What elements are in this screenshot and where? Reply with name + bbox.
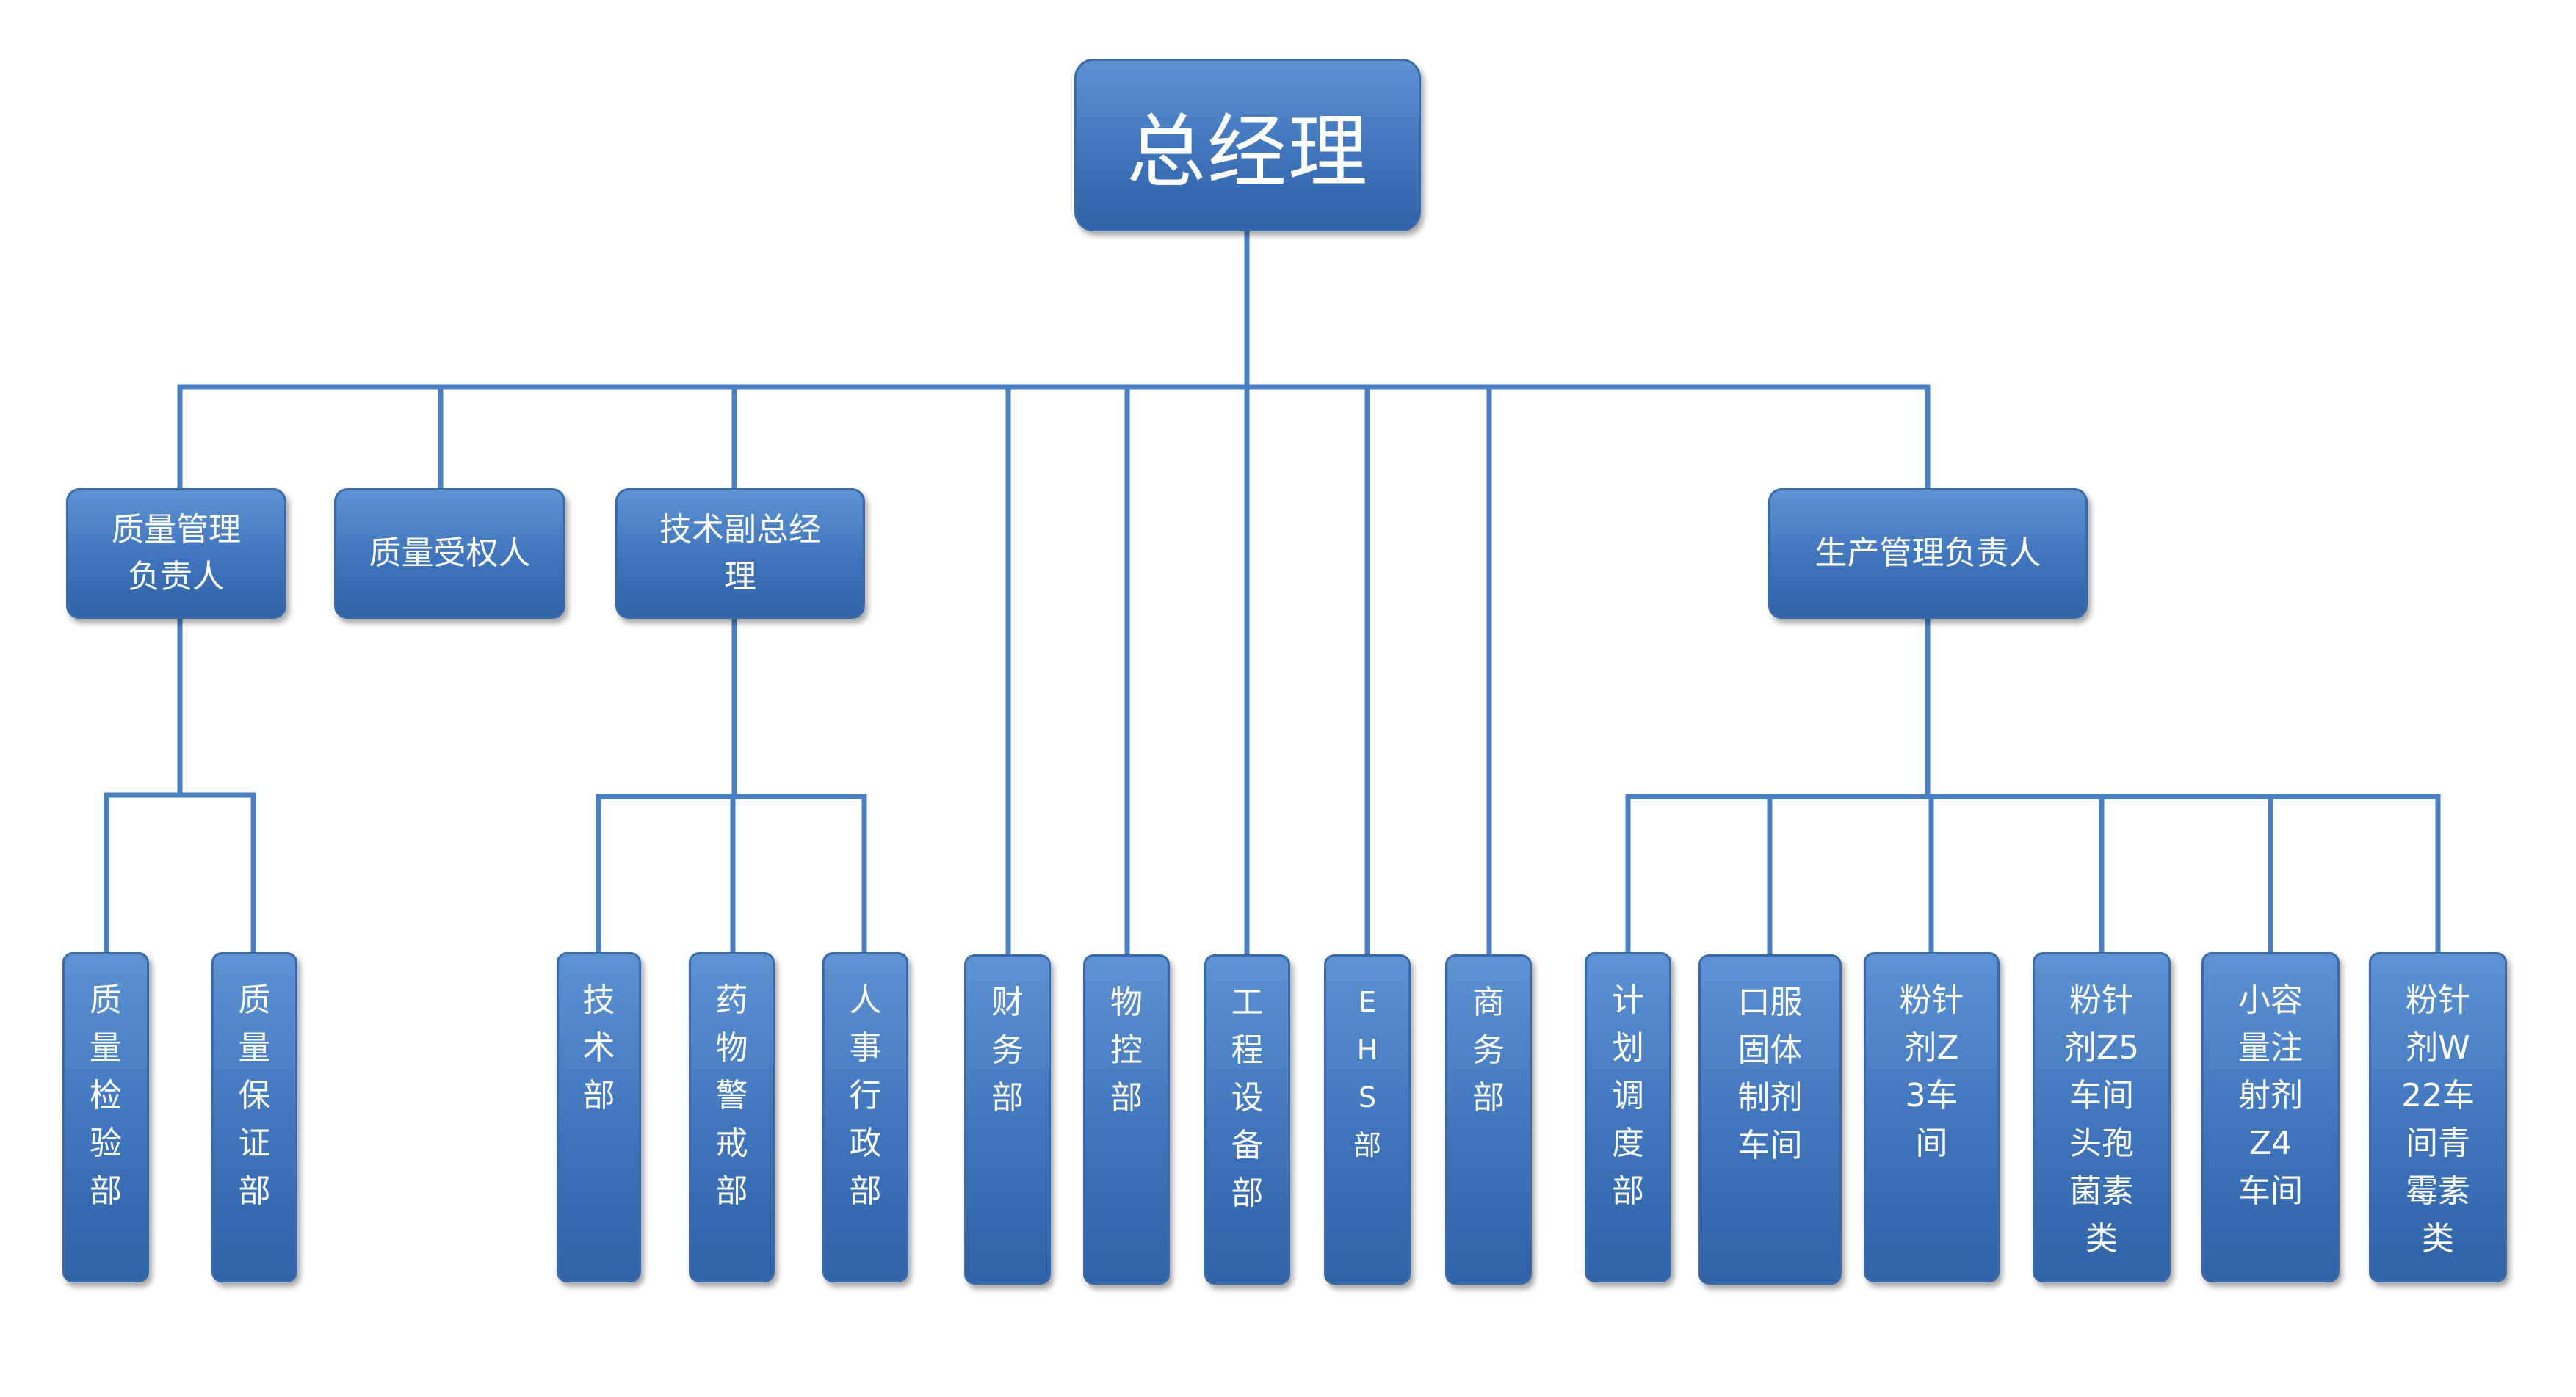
dept-material-label: 物控部 — [1110, 984, 1143, 1117]
dept-planning-node[interactable]: 计划调度部 — [1585, 952, 1671, 1282]
dept-oral-solid-label: 口服固体制剂车间 — [1737, 984, 1803, 1164]
dept-z4-label: 小容量注射剂Z4车间 — [2238, 981, 2303, 1210]
dept-ehs-node[interactable]: EHS部 — [1324, 954, 1411, 1285]
dept-qa-label: 质量保证部 — [238, 981, 271, 1210]
dept-tech-label: 技术部 — [582, 981, 615, 1114]
quality-auth-node[interactable]: 质量受权人 — [334, 488, 565, 619]
general-manager-node[interactable]: 总经理 — [1074, 59, 1421, 231]
quality-mgmt-node[interactable]: 质量管理负责人 — [66, 488, 286, 619]
tech-vp-label: 技术副总经理 — [659, 511, 821, 595]
dept-pv-node[interactable]: 药物警戒部 — [689, 952, 775, 1282]
dept-w22-label: 粉针剂W22车间青霉素类 — [2401, 981, 2475, 1258]
dept-w22-node[interactable]: 粉针剂W22车间青霉素类 — [2369, 952, 2507, 1282]
dept-engineering-node[interactable]: 工程设备部 — [1204, 954, 1290, 1285]
dept-ehs-label: EHS部 — [1353, 986, 1381, 1161]
dept-qc-node[interactable]: 质量检验部 — [62, 952, 149, 1282]
dept-pv-label: 药物警戒部 — [715, 981, 748, 1210]
dept-qa-node[interactable]: 质量保证部 — [211, 952, 297, 1282]
dept-qc-label: 质量检验部 — [90, 981, 122, 1210]
dept-business-node[interactable]: 商务部 — [1445, 954, 1532, 1285]
dept-tech-node[interactable]: 技术部 — [557, 952, 641, 1282]
dept-z5-node[interactable]: 粉针剂Z5车间头孢菌素类 — [2033, 952, 2171, 1282]
tech-vp-node[interactable]: 技术副总经理 — [615, 488, 865, 619]
dept-material-node[interactable]: 物控部 — [1083, 954, 1170, 1285]
dept-hr-node[interactable]: 人事行政部 — [822, 952, 908, 1282]
production-mgmt-label: 生产管理负责人 — [1815, 534, 2041, 573]
dept-finance-label: 财务部 — [991, 984, 1024, 1117]
quality-auth-label: 质量受权人 — [369, 534, 531, 573]
quality-mgmt-label: 质量管理负责人 — [112, 511, 241, 595]
dept-z4-node[interactable]: 小容量注射剂Z4车间 — [2201, 952, 2340, 1282]
dept-finance-node[interactable]: 财务部 — [964, 954, 1051, 1285]
production-mgmt-node[interactable]: 生产管理负责人 — [1768, 488, 2088, 619]
general-manager-label: 总经理 — [1126, 106, 1369, 198]
dept-z3-label: 粉针剂Z3车间 — [1899, 981, 1964, 1162]
dept-engineering-label: 工程设备部 — [1231, 984, 1264, 1212]
dept-z3-node[interactable]: 粉针剂Z3车间 — [1864, 952, 2000, 1282]
dept-z5-label: 粉针剂Z5车间头孢菌素类 — [2063, 981, 2140, 1258]
dept-hr-label: 人事行政部 — [849, 981, 882, 1210]
dept-oral-solid-node[interactable]: 口服固体制剂车间 — [1698, 954, 1842, 1285]
dept-business-label: 商务部 — [1472, 984, 1505, 1117]
dept-planning-label: 计划调度部 — [1612, 981, 1644, 1210]
